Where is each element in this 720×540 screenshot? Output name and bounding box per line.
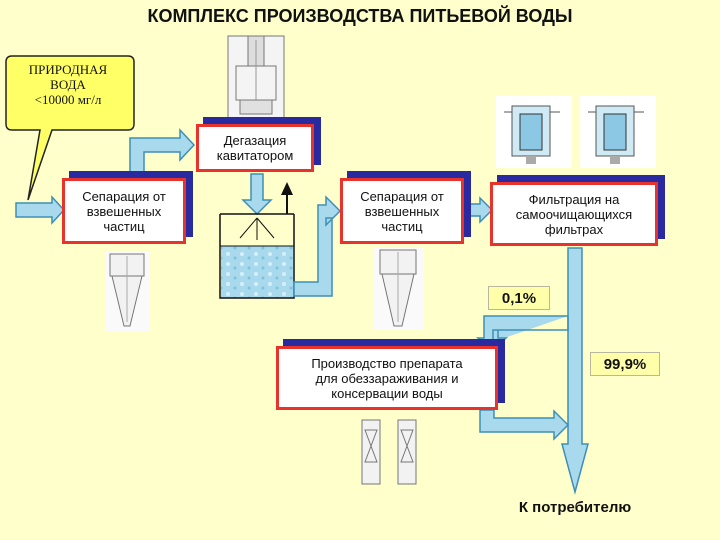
page-title: КОМПЛЕКС ПРОИЗВОДСТВА ПИТЬЕВОЙ ВОДЫ <box>147 6 573 26</box>
degassing-box: Дегазация кавитатором <box>196 124 314 172</box>
main-percentage: 99,9% <box>590 352 660 376</box>
hydrocyclone-drawing-icon <box>106 252 150 332</box>
pipe-sep1-to-degas <box>129 128 196 181</box>
branch-percentage: 0,1% <box>488 286 550 310</box>
filtration-box: Фильтрация на самоочищающихся фильтрах <box>490 182 658 246</box>
filter-vessel-icon <box>496 96 572 168</box>
gas-out-arrow <box>281 182 293 214</box>
source-callout <box>5 55 135 201</box>
separation-box-1: Сепарация от взвешенных частиц <box>62 178 186 244</box>
cavitator-drawing-icon <box>227 35 285 119</box>
pipe-main-to-consumer <box>561 247 589 495</box>
separation-box-2: Сепарация от взвешенных частиц <box>340 178 464 244</box>
hydrocyclone-drawing-icon <box>374 248 424 330</box>
pipe-branch-to-production <box>475 315 569 351</box>
source-water-label: ПРИРОДНАЯ ВОДА <10000 мг/л <box>28 62 108 107</box>
inlet-arrow <box>15 195 66 225</box>
production-box: Производство препарата для обеззараживан… <box>276 346 498 410</box>
consumer-label: К потребителю <box>518 499 632 516</box>
pipe-sep2-to-filter <box>469 196 494 224</box>
filter-vessel-icon <box>580 96 656 168</box>
tank-icon <box>221 246 293 298</box>
dispenser-drawing-icon <box>361 419 417 485</box>
pipe-degas-down <box>241 173 273 216</box>
pipe-tank-to-sep2 <box>293 195 342 297</box>
pipe-production-to-main <box>479 409 570 441</box>
